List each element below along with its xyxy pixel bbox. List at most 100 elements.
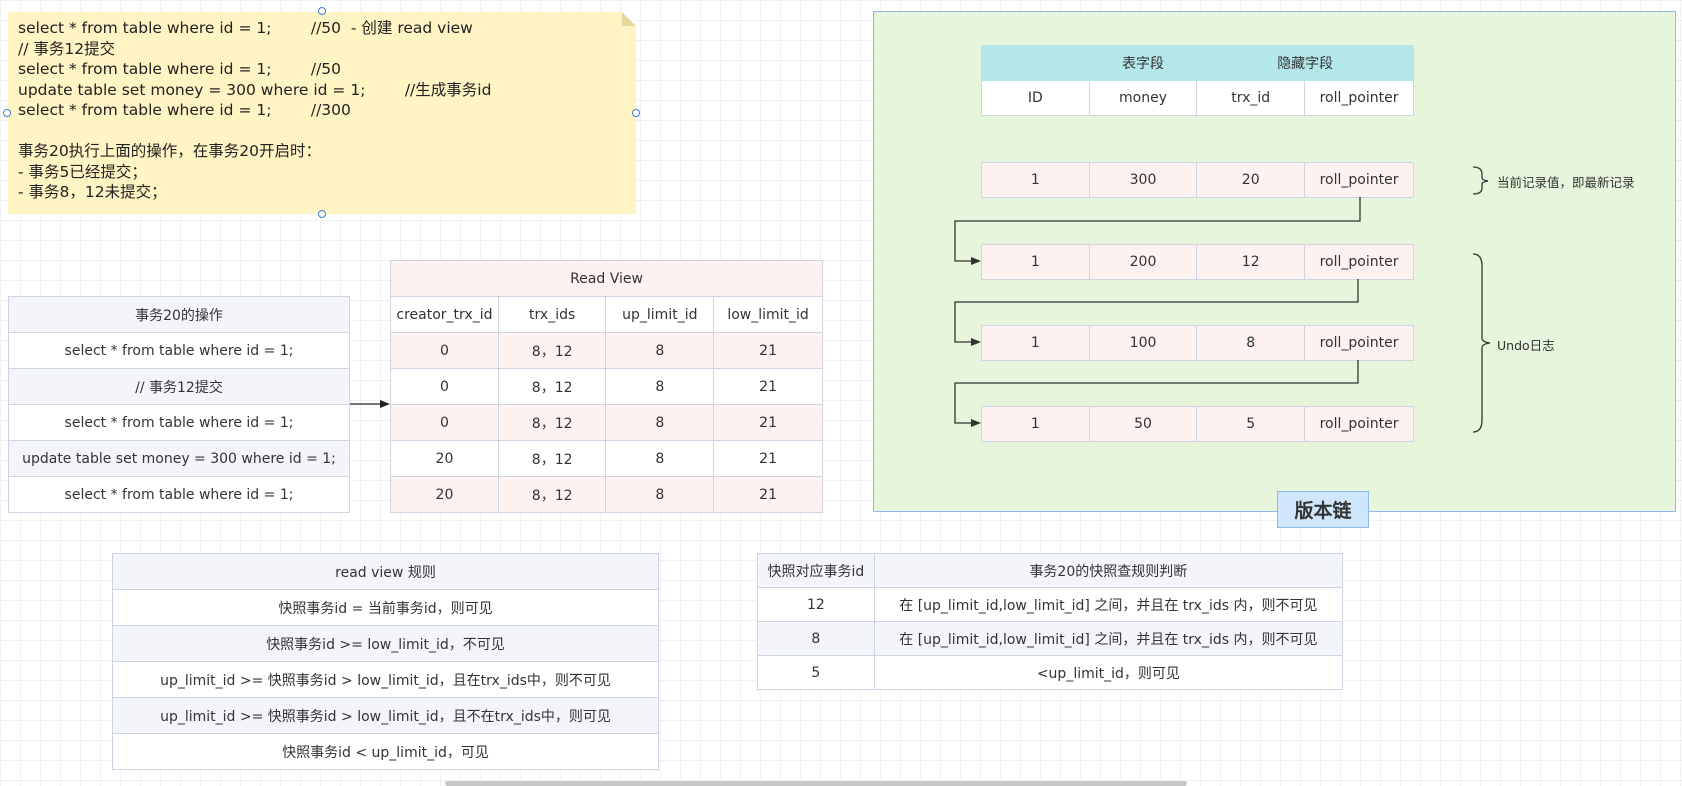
rules-row: up_limit_id >= 快照事务id > low_limit_id，且不在…: [112, 697, 659, 734]
connector-arrow[interactable]: [348, 396, 392, 412]
judge-cell: <up_limit_id，则可见: [873, 655, 1344, 690]
ver-cell: roll_pointer: [1304, 244, 1414, 280]
note-line: - 事务5已经提交；: [18, 162, 147, 181]
ops-row: select * from table where id = 1;: [8, 476, 350, 513]
rv-cell: 0: [390, 332, 499, 369]
note-line: select * from table where id = 1; //300: [18, 101, 351, 119]
ver-cell: 12: [1196, 244, 1306, 280]
ver-col-header: trx_id: [1196, 80, 1306, 116]
judge-cell: 12: [757, 587, 875, 622]
judge-col-header: 事务20的快照查规则判断: [873, 553, 1344, 588]
rv-col-header: low_limit_id: [713, 296, 823, 333]
sql-sticky-note[interactable]: select * from table where id = 1; //50 -…: [8, 12, 636, 214]
version-record-undo[interactable]: 1 50 5 roll_pointer: [981, 406, 1414, 442]
rules-row: 快照事务id < up_limit_id，可见: [112, 733, 659, 770]
ver-col-header: roll_pointer: [1304, 80, 1414, 116]
ver-cell: 300: [1088, 162, 1198, 198]
note-line: - 事务8，12未提交；: [18, 183, 167, 201]
ver-cell: 1: [981, 325, 1090, 361]
rv-cell: 8: [605, 404, 715, 441]
ver-cell: 1: [981, 244, 1090, 280]
rv-cell: 8: [605, 476, 715, 513]
current-record-label: 当前记录值，即最新记录: [1497, 175, 1635, 190]
header-blank-cell: [981, 45, 1090, 81]
current-record-brace: [1472, 166, 1489, 195]
version-record-current[interactable]: 1 300 20 roll_pointer: [981, 162, 1414, 198]
rules-row: 快照事务id = 当前事务id，则可见: [112, 589, 659, 626]
rv-cell: 21: [713, 476, 823, 513]
ver-cell: roll_pointer: [1304, 325, 1414, 361]
ver-cell: 50: [1088, 406, 1198, 442]
judge-cell: 在 [up_limit_id,low_limit_id] 之间，并且在 trx_…: [873, 621, 1344, 656]
read-view-rules-table[interactable]: read view 规则 快照事务id = 当前事务id，则可见 快照事务id …: [112, 553, 659, 770]
ver-cell: roll_pointer: [1304, 406, 1414, 442]
chain-arrowhead: [971, 257, 981, 265]
rules-row: up_limit_id >= 快照事务id > low_limit_id，且在t…: [112, 661, 659, 698]
rv-cell: 20: [390, 476, 499, 513]
transaction20-ops-table[interactable]: 事务20的操作 select * from table where id = 1…: [8, 296, 350, 513]
header-hidden-fields: 隐藏字段: [1196, 45, 1414, 81]
note-line: [18, 121, 626, 142]
rv-cell: 8，12: [497, 368, 607, 405]
horizontal-scrollbar[interactable]: [445, 781, 1187, 786]
rv-col-header: up_limit_id: [605, 296, 715, 333]
rv-cell: 20: [390, 440, 499, 477]
ver-cell: 1: [981, 406, 1090, 442]
note-line: select * from table where id = 1; //50 -…: [18, 19, 473, 37]
ops-row: // 事务12提交: [8, 368, 350, 405]
rv-cell: 21: [713, 368, 823, 405]
rv-cell: 8，12: [497, 404, 607, 441]
resize-handle-left[interactable]: [3, 109, 11, 117]
ops-header: 事务20的操作: [8, 296, 350, 333]
chain-arrowhead: [971, 338, 981, 346]
rules-row: 快照事务id >= low_limit_id，不可见: [112, 625, 659, 662]
note-line: update table set money = 300 where id = …: [18, 80, 492, 99]
chain-link-connector[interactable]: [954, 360, 1359, 424]
rv-cell: 8: [605, 440, 715, 477]
ops-row: select * from table where id = 1;: [8, 332, 350, 369]
note-line: // 事务12提交: [18, 39, 116, 58]
ver-col-header: money: [1088, 80, 1198, 116]
version-record-undo[interactable]: 1 200 12 roll_pointer: [981, 244, 1414, 280]
rv-cell: 0: [390, 368, 499, 405]
version-chain-badge[interactable]: 版本链: [1277, 491, 1369, 528]
judge-col-header: 快照对应事务id: [757, 553, 875, 588]
rv-cell: 21: [713, 332, 823, 369]
rv-cell: 0: [390, 404, 499, 441]
version-record-undo[interactable]: 1 100 8 roll_pointer: [981, 325, 1414, 361]
snapshot-judgement-table[interactable]: 快照对应事务id 事务20的快照查规则判断 12 在 [up_limit_id,…: [757, 553, 1344, 690]
resize-handle-bottom[interactable]: [318, 210, 326, 218]
judge-cell: 8: [757, 621, 875, 656]
judge-cell: 在 [up_limit_id,low_limit_id] 之间，并且在 trx_…: [873, 587, 1344, 622]
undo-log-brace: [1472, 253, 1491, 433]
version-chain-connectors: [954, 166, 1491, 433]
ver-cell: 20: [1196, 162, 1306, 198]
resize-handle-right[interactable]: [632, 109, 640, 117]
note-line: 事务20执行上面的操作，在事务20开启时：: [18, 142, 321, 160]
ver-cell: 200: [1088, 244, 1198, 280]
chain-link-connector[interactable]: [954, 279, 1359, 343]
rv-cell: 8: [605, 332, 715, 369]
note-line: select * from table where id = 1; //50: [18, 60, 342, 78]
judge-cell: 5: [757, 655, 875, 690]
rules-header: read view 规则: [112, 553, 659, 590]
ver-col-header: ID: [981, 80, 1090, 116]
rv-cell: 21: [713, 440, 823, 477]
ver-cell: 100: [1088, 325, 1198, 361]
version-header-table[interactable]: 表字段 隐藏字段 ID money trx_id roll_pointer: [981, 45, 1414, 116]
resize-handle-top[interactable]: [318, 7, 326, 15]
ops-row: update table set money = 300 where id = …: [8, 440, 350, 477]
ver-cell: 8: [1196, 325, 1306, 361]
rv-col-header: trx_ids: [497, 296, 607, 333]
rv-cell: 8，12: [497, 440, 607, 477]
ops-row: select * from table where id = 1;: [8, 404, 350, 441]
rv-cell: 8: [605, 368, 715, 405]
ver-cell: roll_pointer: [1304, 162, 1414, 198]
chain-link-connector[interactable]: [954, 197, 1361, 262]
read-view-title: Read View: [390, 260, 823, 297]
note-fold-corner: [622, 12, 636, 26]
rv-cell: 8，12: [497, 476, 607, 513]
rv-col-header: creator_trx_id: [390, 296, 499, 333]
read-view-table[interactable]: Read View creator_trx_id trx_ids up_limi…: [390, 260, 823, 513]
undo-log-label: Undo日志: [1497, 338, 1555, 353]
